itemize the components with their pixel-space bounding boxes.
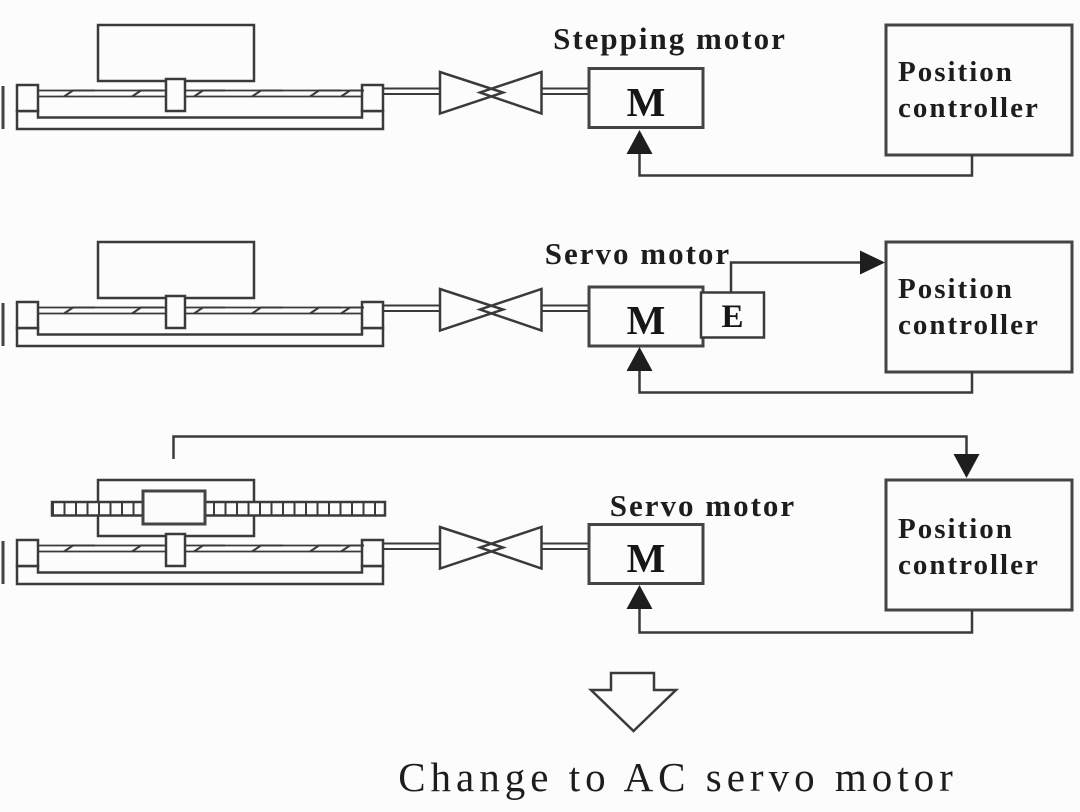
- motor-type-label: Servo motor: [610, 488, 796, 523]
- encoder-letter: E: [721, 299, 743, 335]
- down-arrowhead-icon: [953, 454, 980, 478]
- up-arrowhead-icon: [626, 130, 653, 154]
- up-arrowhead-icon: [626, 585, 653, 609]
- linear-stage-drawing: [1, 23, 385, 131]
- scale-reading-head: [141, 489, 207, 526]
- change-down-arrow-icon: [587, 671, 680, 733]
- feedback-line: [638, 607, 974, 634]
- position-controller-box: [884, 478, 1074, 612]
- motor-type-label: Servo motor: [545, 236, 731, 271]
- controller-label-line1: Position: [898, 273, 1014, 305]
- linear-scale: [50, 500, 387, 517]
- coupling-icon: [381, 525, 591, 570]
- encoder-box: [699, 291, 766, 339]
- caption-text: Change to AC servo motor: [398, 754, 958, 800]
- coupling-icon: [381, 70, 591, 115]
- encoder-feedback-line: [729, 261, 860, 293]
- motor-type-label: Stepping motor: [553, 21, 787, 56]
- feedback-line: [638, 152, 974, 177]
- stepping-motor-diagram: Stepping motor M Position controller: [1, 21, 1074, 177]
- motor-box: [587, 523, 705, 585]
- feedback-line: [638, 369, 974, 394]
- servo-motor-diagram: Servo motor M E Position controller: [1, 236, 1074, 394]
- position-controller-box: [884, 23, 1074, 157]
- motor-box: [587, 285, 705, 348]
- position-controller-box: [884, 240, 1074, 374]
- servo-motor-scale-diagram: Servo motor M Position controller: [1, 435, 1074, 634]
- controller-label-line2: controller: [898, 309, 1040, 341]
- controller-label-line2: controller: [898, 92, 1040, 124]
- controller-label-line1: Position: [898, 56, 1014, 88]
- controller-label-line2: controller: [898, 549, 1040, 581]
- controller-label-line1: Position: [898, 513, 1014, 545]
- linear-stage-drawing: [1, 240, 385, 348]
- right-arrowhead-icon: [860, 250, 885, 275]
- motor-letter: M: [627, 535, 666, 581]
- motor-letter: M: [627, 297, 666, 343]
- coupling-icon: [381, 287, 591, 332]
- motor-box: [587, 67, 705, 129]
- up-arrowhead-icon: [626, 347, 653, 371]
- motor-letter: M: [627, 79, 666, 125]
- scale-feedback-line: [172, 435, 968, 459]
